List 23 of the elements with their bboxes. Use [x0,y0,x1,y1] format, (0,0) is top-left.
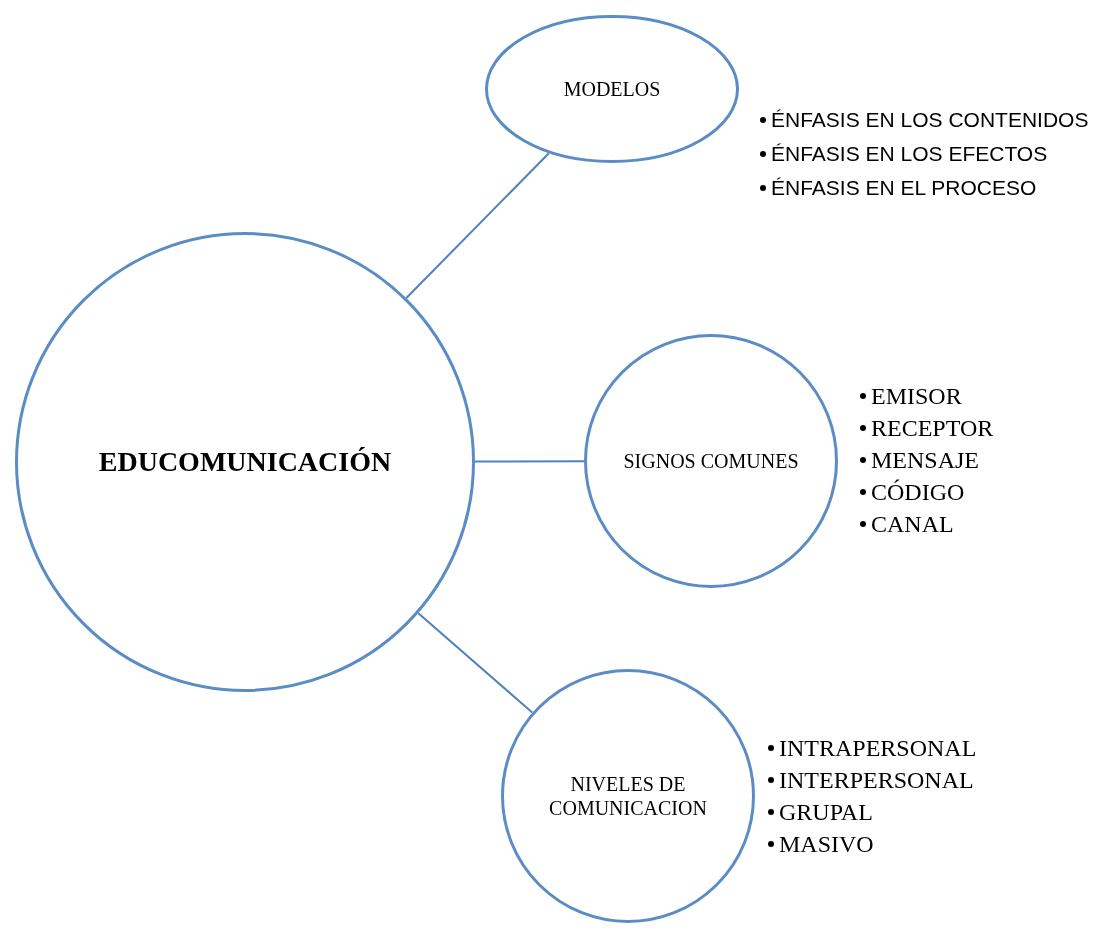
list-item-text: RECEPTOR [871,414,994,443]
circle-node [501,669,755,923]
list-item-text: CÓDIGO [871,478,965,507]
list-item-text: ÉNFASIS EN LOS EFECTOS [771,141,1048,167]
node-label: SIGNOS COMUNES [623,449,799,473]
list-item-text: INTERPERSONAL [779,766,974,795]
list-item-text: MENSAJE [871,446,979,475]
list-item-text: INTRAPERSONAL [779,734,977,763]
list-item-text: GRUPAL [779,798,873,827]
list-item-text: ÉNFASIS EN EL PROCESO [771,175,1037,201]
circle-node [584,334,838,588]
list-item-text: ÉNFASIS EN LOS CONTENIDOS [771,107,1089,133]
list-item-text: CANAL [871,510,954,539]
list-item-text: MASIVO [779,830,874,859]
circle-node [15,232,475,692]
node-label: MODELOS [563,77,661,101]
list-item-text: EMISOR [871,382,962,411]
node-label: EDUCOMUNICACIÓN [98,445,392,479]
connector-line [417,612,534,714]
node-label: NIVELES DE COMUNICACION [548,772,708,820]
connector-line [474,460,585,463]
ellipse-node [485,15,739,163]
connector-line [405,152,550,300]
